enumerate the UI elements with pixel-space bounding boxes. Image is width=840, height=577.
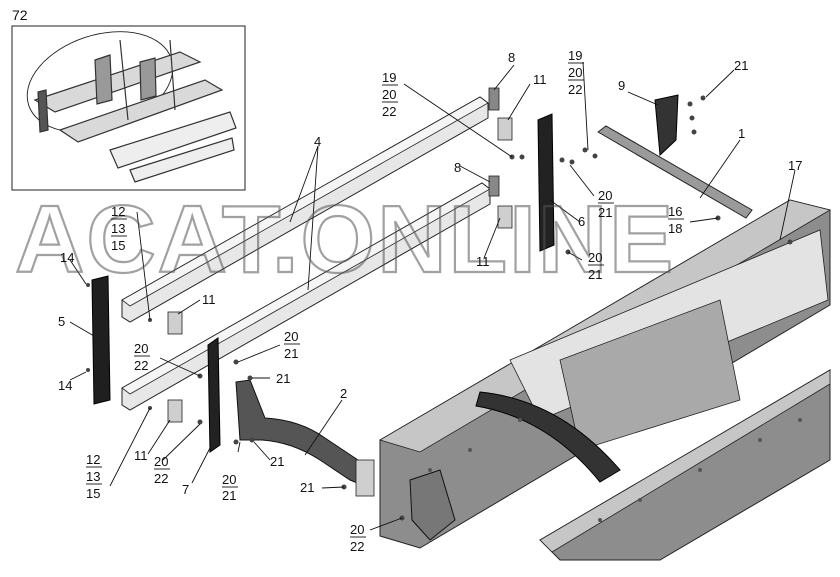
label-14b: 14 [58, 378, 72, 393]
stack-line: 21 [588, 267, 602, 282]
stack-line: 13 [86, 469, 100, 484]
plate-11a [497, 117, 513, 141]
stack-line: 21 [598, 205, 612, 220]
plate-11d [167, 399, 183, 423]
stack-20-22-b: 20 22 [154, 454, 170, 486]
stack-20-21-d: 20 21 [222, 472, 238, 503]
label-11a: 11 [533, 72, 547, 87]
page-number: 72 [12, 7, 28, 23]
support-2 [235, 379, 375, 497]
stack-20-21-b: 20 21 [588, 250, 604, 282]
stack-line: 20 [598, 188, 612, 203]
stack-line: 12 [111, 204, 125, 219]
plate-11b [497, 205, 513, 229]
stack-line: 20 [154, 454, 168, 469]
stack-19-20-22-right: 19 20 22 [568, 48, 584, 97]
plate-8b [488, 175, 500, 197]
stack-line: 22 [154, 471, 168, 486]
stack-line: 19 [568, 48, 582, 63]
long-rail-upper [121, 96, 489, 323]
label-21b: 21 [276, 371, 290, 386]
label-5: 5 [58, 314, 65, 329]
label-9: 9 [618, 78, 625, 93]
stack-line: 22 [134, 358, 148, 373]
label-8a: 8 [508, 50, 515, 65]
stack-20-21-c: 20 21 [284, 329, 300, 361]
stack-line: 20 [222, 472, 236, 487]
stack-line: 16 [668, 204, 682, 219]
stack-20-22-a: 20 22 [134, 341, 150, 373]
label-21c: 21 [270, 454, 284, 469]
label-6: 6 [578, 214, 585, 229]
stack-16-18: 16 18 [668, 204, 684, 236]
stack-line: 21 [284, 346, 298, 361]
stack-line: 22 [568, 82, 582, 97]
stack-line: 12 [86, 452, 100, 467]
label-2: 2 [340, 386, 347, 401]
bracket-9 [654, 94, 679, 157]
label-1: 1 [738, 126, 745, 141]
leader-lines [69, 61, 796, 531]
stack-19-20-22-left: 19 20 22 [382, 70, 398, 119]
label-21d: 21 [300, 480, 314, 495]
label-11d: 11 [134, 448, 148, 463]
label-14a: 14 [60, 250, 74, 265]
stack-line: 20 [568, 65, 582, 80]
stack-line: 22 [382, 104, 396, 119]
stack-line: 15 [111, 238, 125, 253]
watermark: ACAT.ONLINE [15, 186, 675, 293]
chassis-frame [379, 199, 832, 561]
label-4: 4 [314, 134, 321, 149]
stack-20-22-c: 20 22 [350, 522, 366, 554]
label-11c: 11 [202, 292, 216, 307]
stack-line: 20 [588, 250, 602, 265]
label-8b: 8 [454, 160, 461, 175]
stack-line: 20 [382, 87, 396, 102]
stack-line: 20 [134, 341, 148, 356]
plate-11c [167, 311, 183, 335]
bracket-6 [537, 113, 555, 252]
stack-12-13-15-upper: 12 13 15 [111, 204, 127, 253]
label-21a: 21 [734, 58, 748, 73]
panel-5 [91, 275, 111, 405]
stack-line: 20 [284, 329, 298, 344]
stack-12-13-15-lower: 12 13 15 [86, 452, 102, 501]
stack-20-21-a: 20 21 [598, 188, 614, 220]
stack-line: 20 [350, 522, 364, 537]
cross-tube-1 [597, 125, 753, 219]
stack-line: 13 [111, 221, 125, 236]
label-7: 7 [182, 482, 189, 497]
stack-line: 22 [350, 539, 364, 554]
plate-8a [488, 87, 500, 111]
label-11b: 11 [476, 254, 490, 269]
stack-line: 21 [222, 488, 236, 503]
inset-overview [11, 25, 246, 191]
stack-line: 19 [382, 70, 396, 85]
bracket-7 [207, 337, 221, 453]
stack-line: 18 [668, 221, 682, 236]
stack-line: 15 [86, 486, 100, 501]
label-17: 17 [788, 158, 802, 173]
